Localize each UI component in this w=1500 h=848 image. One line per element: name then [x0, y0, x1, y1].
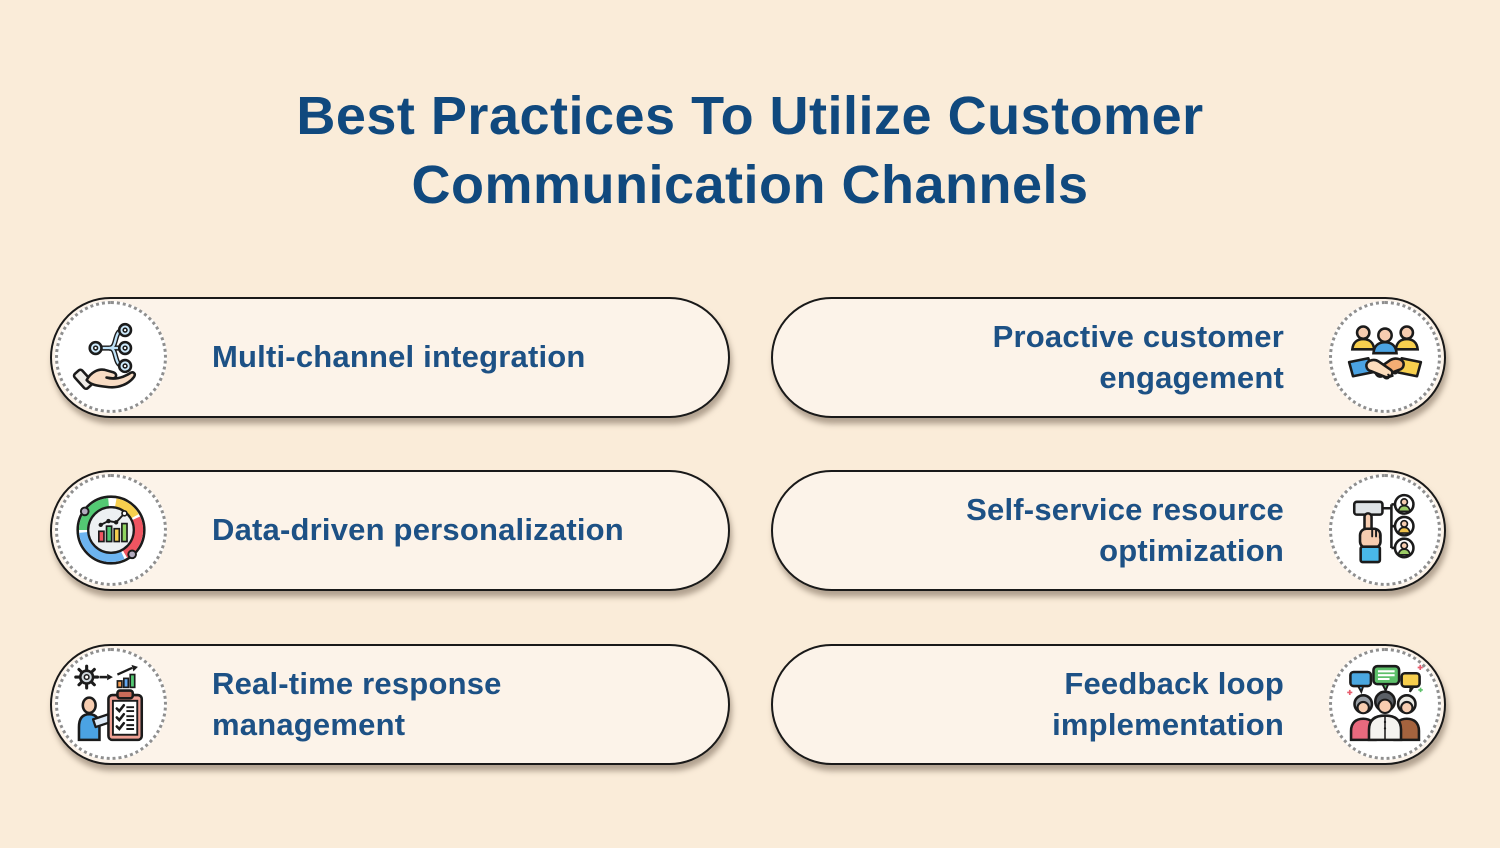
card-label: Multi-channel integration [212, 339, 586, 375]
gauge-bar-chart-icon [76, 495, 146, 565]
card-label: Real-time response management [212, 666, 502, 742]
icon-circle [1329, 648, 1441, 760]
card-label: Proactive customer engagement [992, 319, 1284, 395]
hand-network-icon [72, 322, 136, 391]
icon-circle [1329, 301, 1441, 413]
card-label: Feedback loop implementation [1052, 666, 1284, 742]
icon-circle [1329, 474, 1441, 586]
icon-circle [55, 301, 167, 413]
card-label: Data-driven personalization [212, 512, 624, 548]
card-proactive-customer-engagement: Proactive customer engagement [771, 297, 1446, 418]
people-speech-bubbles-icon [1347, 664, 1423, 742]
card-real-time-response-management: Real-time response management [50, 644, 730, 765]
card-feedback-loop-implementation: Feedback loop implementation [771, 644, 1446, 765]
card-label: Self-service resource optimization [966, 492, 1284, 568]
pointer-org-chart-icon [1352, 493, 1415, 564]
card-multi-channel-integration: Multi-channel integration [50, 297, 730, 418]
card-self-service-resource-optimization: Self-service resource optimization [771, 470, 1446, 591]
handshake-people-icon [1347, 325, 1423, 380]
card-data-driven-personalization: Data-driven personalization [50, 470, 730, 591]
icon-circle [55, 474, 167, 586]
icon-circle [55, 648, 167, 760]
person-checklist-icon [74, 664, 144, 742]
page-title: Best Practices To Utilize Customer Commu… [296, 86, 1204, 216]
